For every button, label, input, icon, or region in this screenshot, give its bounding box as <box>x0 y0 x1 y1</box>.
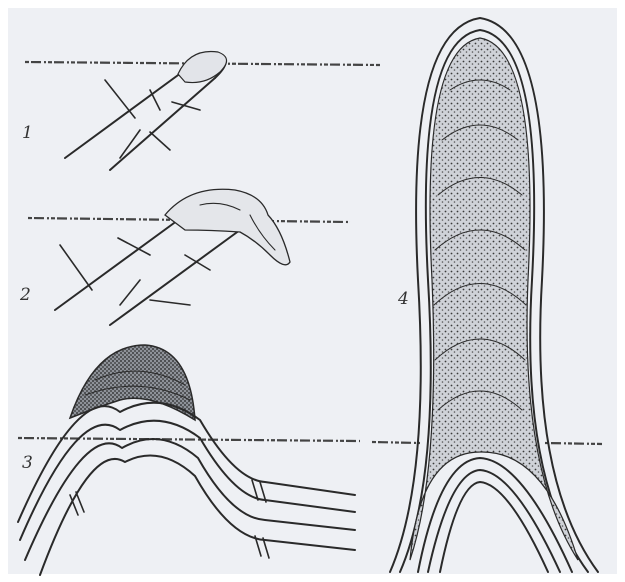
panel-1-label: 1 <box>22 123 33 143</box>
panel-4-label: 4 <box>397 289 409 309</box>
panel-3-label: 3 <box>22 453 33 473</box>
panel-2-label: 2 <box>19 285 31 305</box>
